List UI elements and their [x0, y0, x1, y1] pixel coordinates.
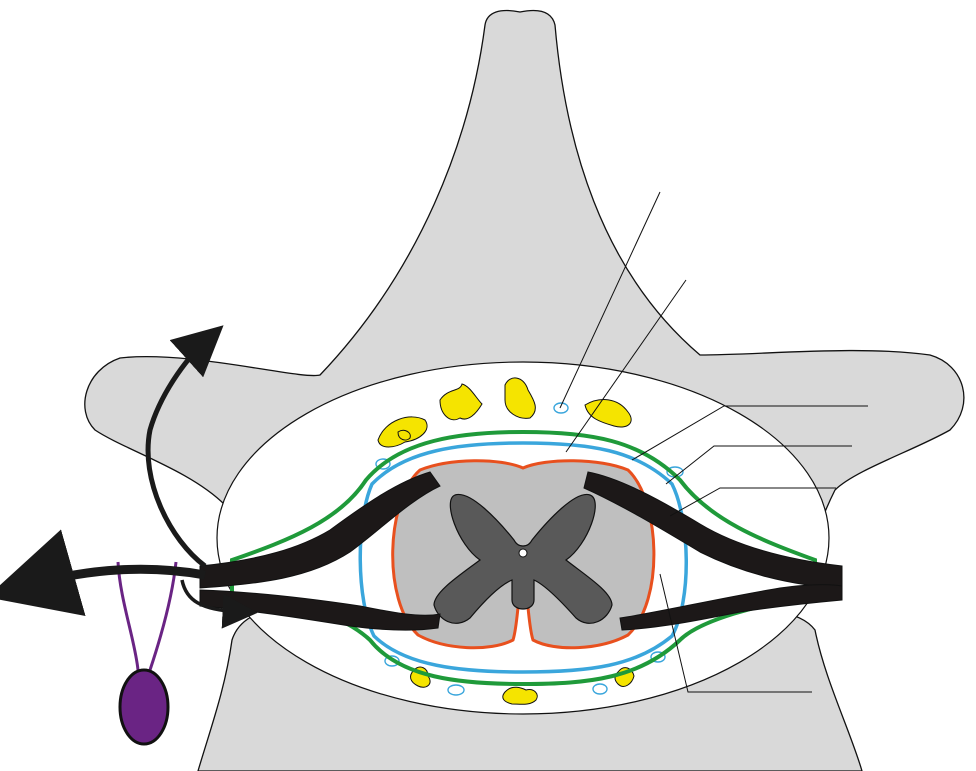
vein	[593, 684, 607, 694]
ganglion-connector	[118, 562, 176, 670]
central-canal	[519, 549, 527, 557]
arrow-left	[30, 569, 205, 585]
vein	[554, 403, 568, 413]
fat-deposit	[503, 687, 537, 704]
vein	[448, 685, 464, 695]
dorsal-root-ganglion	[118, 562, 176, 744]
ganglion-body	[120, 670, 168, 744]
